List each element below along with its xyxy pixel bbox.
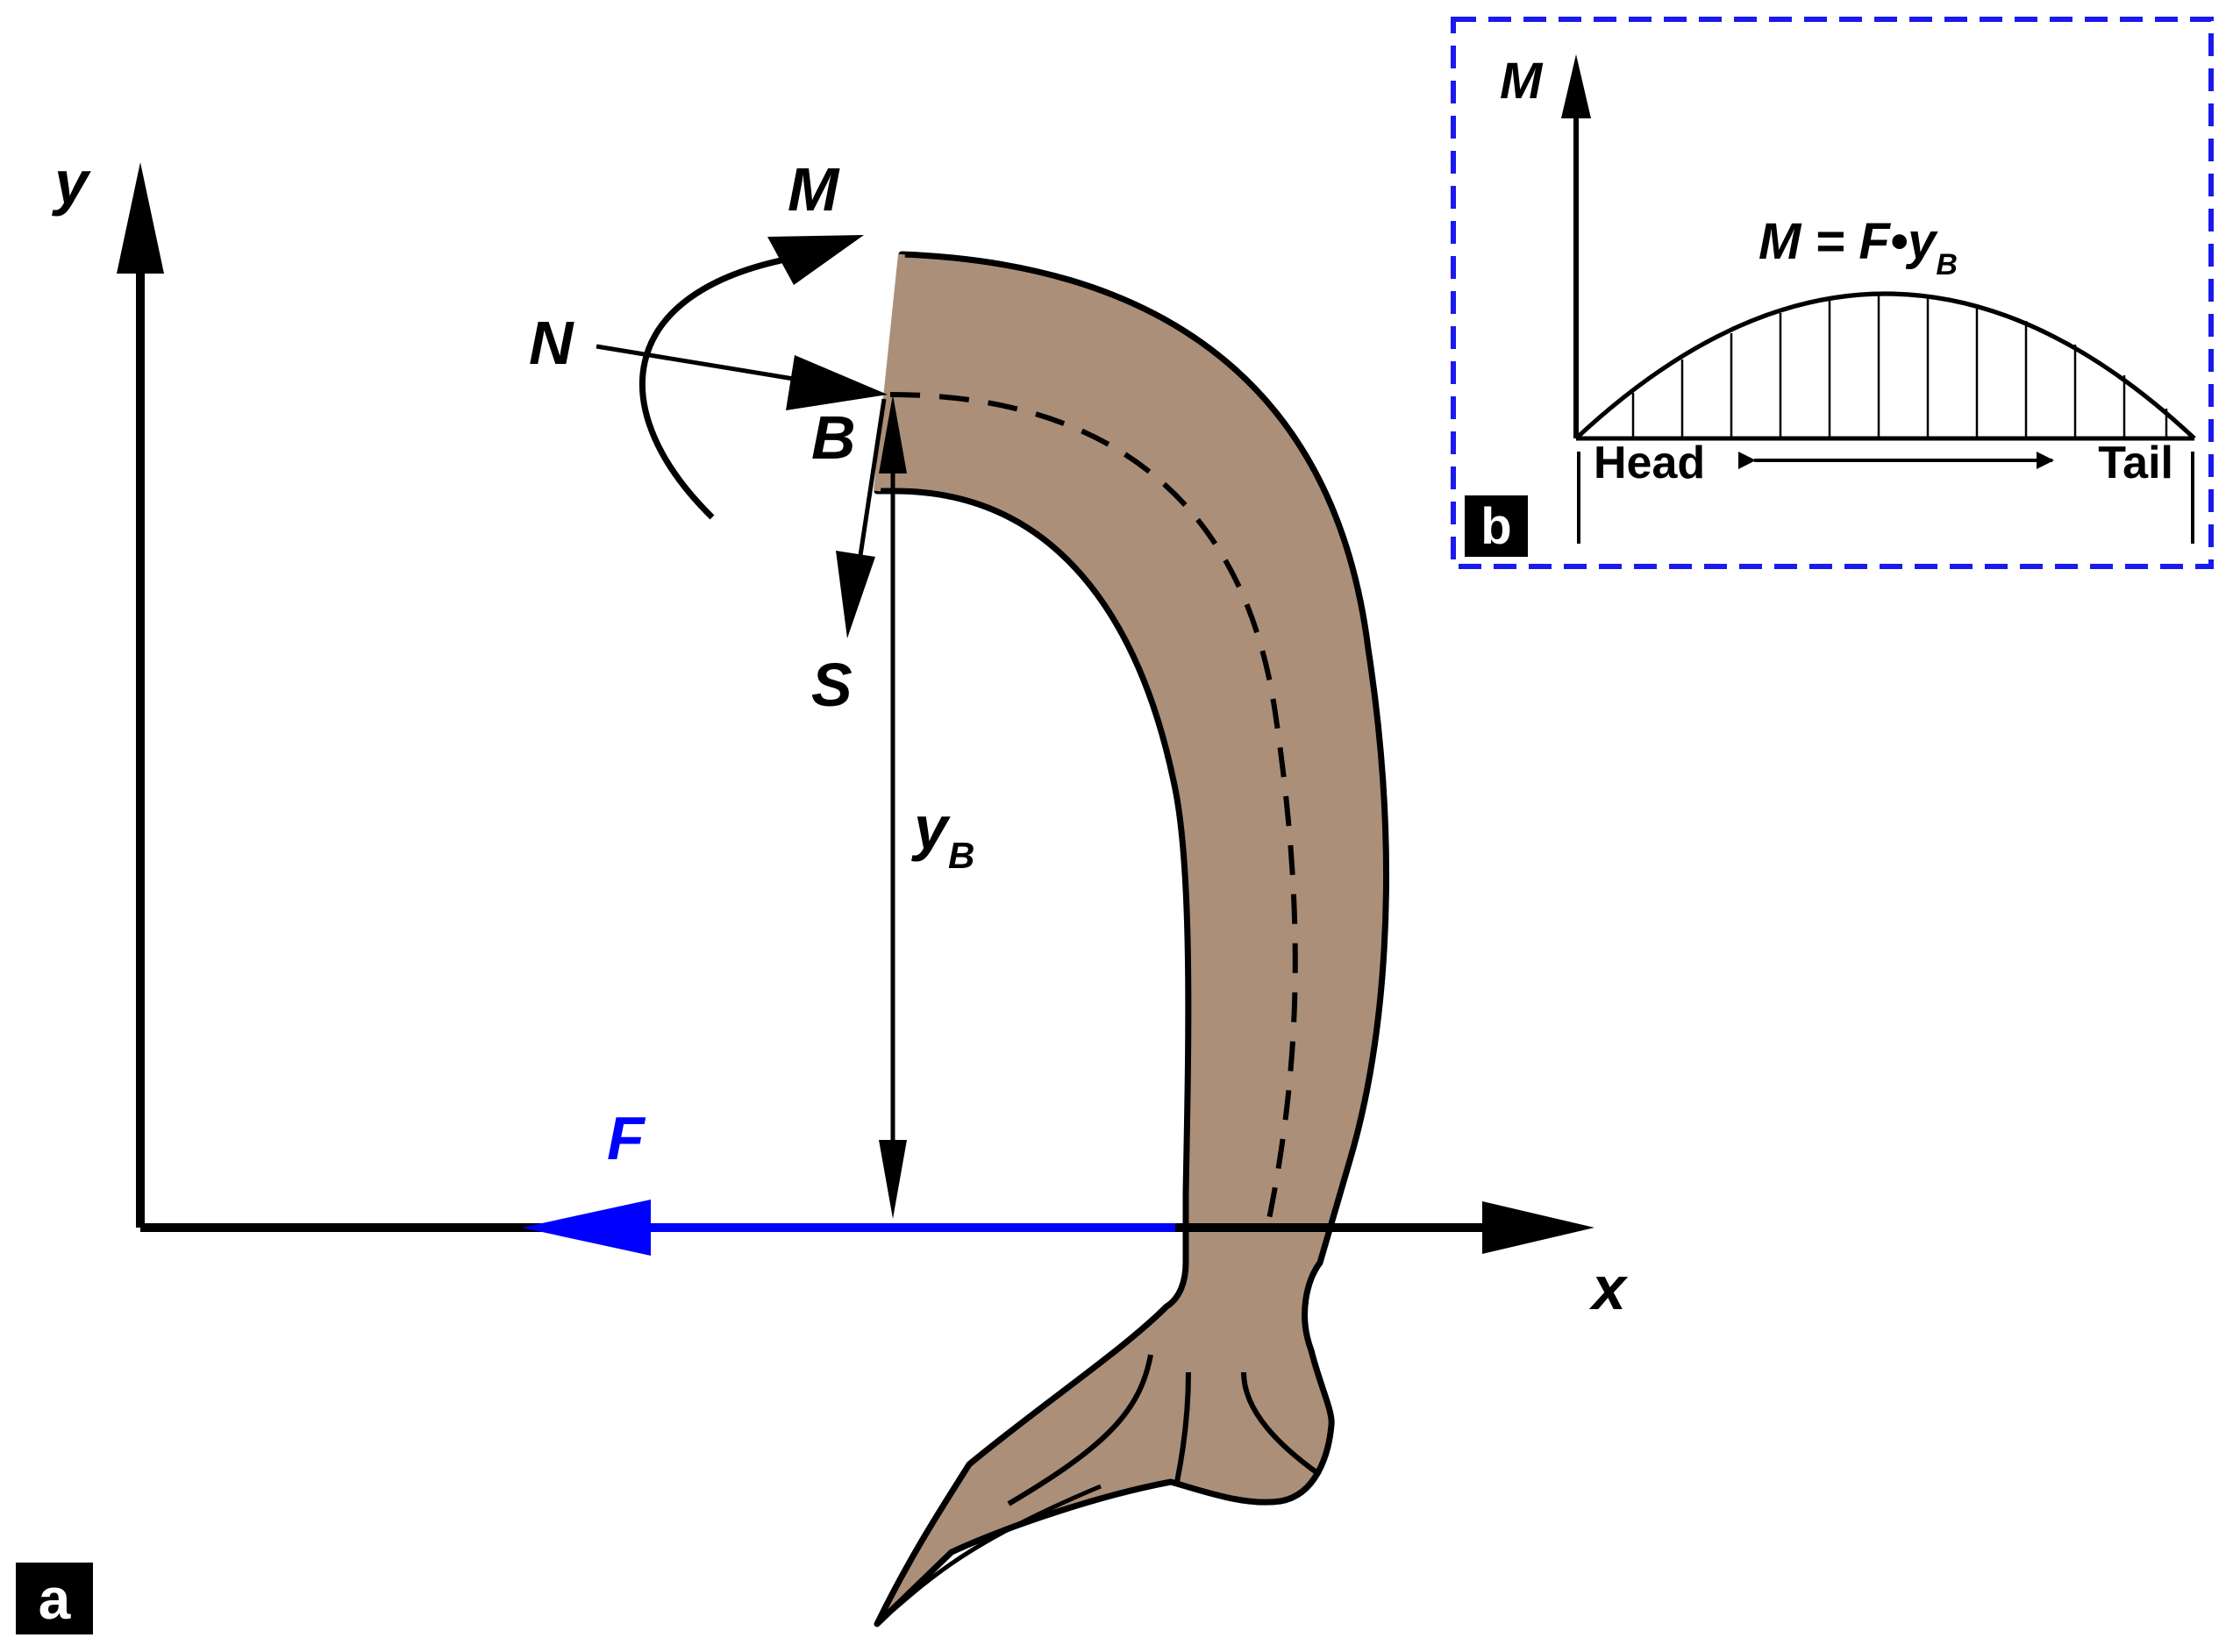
normal-force-arrowhead (786, 355, 888, 410)
moment-label: M (788, 155, 840, 224)
force-arrowhead (522, 1200, 651, 1256)
panel-b-tag: b (1480, 498, 1511, 555)
panel-b: M M = F•yB Head Tail b (1451, 17, 2214, 569)
height-label-main: y (911, 794, 951, 862)
height-label: yB (911, 794, 974, 876)
moment-formula-main: M = F•y (1759, 213, 1938, 270)
moment-axis-label: M (1500, 53, 1544, 110)
y-axis-arrowhead (117, 162, 164, 274)
panel-a: y x M N B S yB F a (16, 148, 1629, 1634)
tail-label: Tail (2098, 438, 2173, 488)
height-bottom-arrowhead (879, 1140, 907, 1219)
panel-b-border (1451, 17, 2214, 569)
tail-fin-ray (1007, 1354, 1153, 1506)
x-axis-arrowhead (1482, 1201, 1594, 1254)
point-b-label: B (811, 403, 856, 472)
shear-force-arrow (857, 398, 887, 562)
normal-force-arrow (596, 344, 821, 386)
shear-force-label: S (811, 651, 853, 719)
moment-arrowhead (767, 235, 864, 285)
force-label: F (607, 1104, 646, 1172)
body-centerline (889, 392, 1298, 1228)
x-axis-label: x (1588, 1254, 1629, 1322)
fish-body-shape (874, 251, 1389, 1627)
moment-axis-arrowhead (1561, 54, 1591, 118)
panel-b-tag-box (1465, 495, 1528, 557)
body-cut-edge (874, 253, 905, 492)
tail-fin-ray (1241, 1371, 1322, 1478)
moment-formula: M = F•yB (1759, 213, 1958, 281)
moment-arc (639, 255, 790, 520)
panel-a-tag: a (39, 1566, 72, 1631)
fish-body (874, 251, 1389, 1627)
normal-force-label: N (529, 309, 574, 377)
shear-force-arrowhead (836, 551, 875, 638)
moment-hatching (1631, 294, 2168, 438)
moment-formula-subscript: B (1936, 248, 1958, 281)
height-top-arrowhead (879, 395, 907, 474)
tail-fin-ray (875, 1484, 1102, 1626)
height-label-subscript: B (948, 835, 974, 876)
panel-a-tag-box (16, 1563, 93, 1634)
y-axis-label: y (52, 148, 91, 217)
head-label: Head (1594, 438, 1705, 488)
tail-fin-ray (1174, 1371, 1191, 1483)
moment-distribution-curve (1574, 291, 2196, 440)
